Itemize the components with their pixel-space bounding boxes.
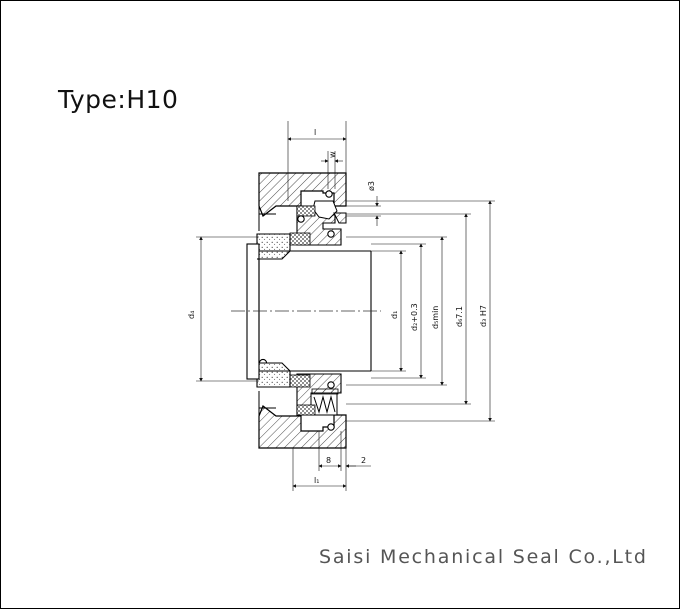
dim-d1-label: d₁ xyxy=(390,311,399,319)
company-name: Saisi Mechanical Seal Co.,Ltd xyxy=(319,546,648,568)
shaft-sleeve xyxy=(246,243,372,380)
gasket-upper xyxy=(296,205,316,217)
dim-8-label: 8 xyxy=(326,456,331,465)
rotating-ring-upper xyxy=(256,233,291,260)
gasket-lower xyxy=(296,404,316,416)
dim-d3-label: d₃ H7 xyxy=(479,305,488,327)
dim-dia3-label: ø3 xyxy=(367,181,376,191)
rotating-ring-lower xyxy=(256,362,291,388)
dim-w-label: w xyxy=(328,151,337,158)
dim-d6-label: d₆7.1 xyxy=(455,306,464,327)
dim-d5-label: d₅min xyxy=(431,306,440,329)
dim-d4-label: d₄ xyxy=(187,311,196,319)
dimension-lines xyxy=(196,121,495,491)
dim-l-label: l xyxy=(314,128,316,137)
drawing-title: Type:H10 xyxy=(58,85,179,114)
dim-2-label: 2 xyxy=(361,456,366,465)
packing-upper xyxy=(289,232,311,246)
packing-lower xyxy=(289,374,311,388)
dim-d2-label: d₂+0.3 xyxy=(410,303,419,331)
dim-l1-label: l₁ xyxy=(314,476,319,485)
